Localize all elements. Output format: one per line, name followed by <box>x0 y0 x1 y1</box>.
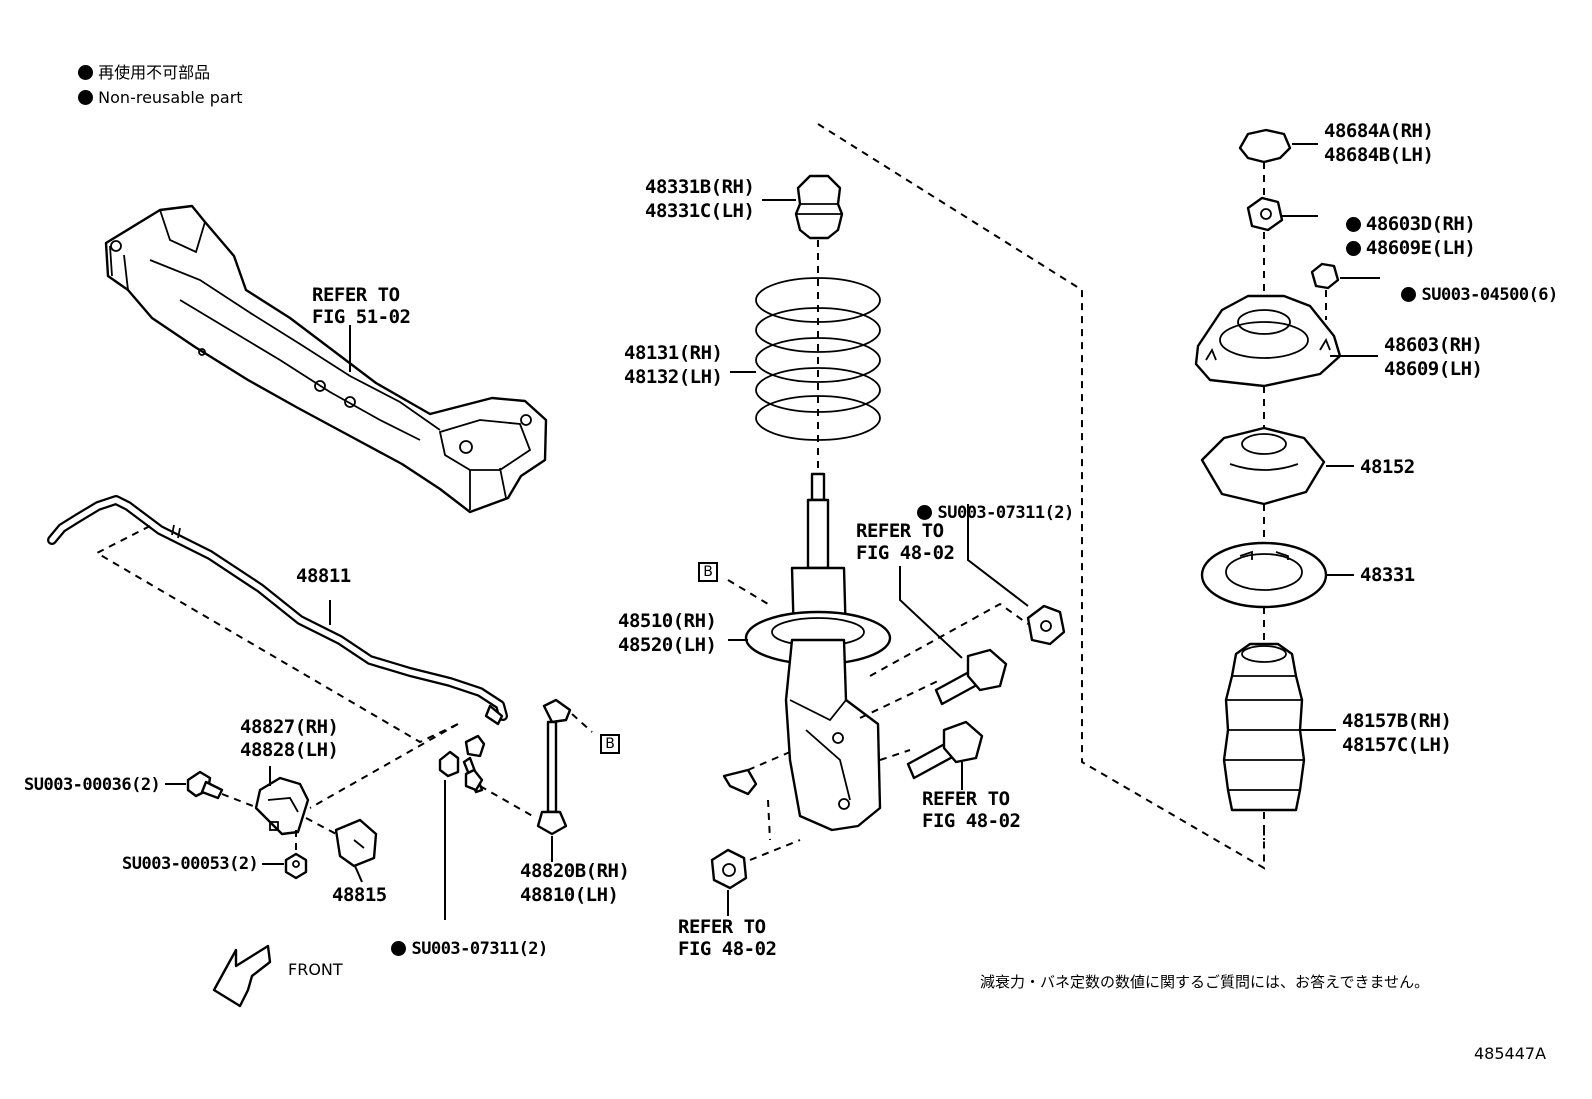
shock-absorber-part <box>722 472 892 832</box>
label-refer-48-02-top-b: FIG 48-02 <box>856 542 955 564</box>
label-48520: 48520(LH) <box>618 634 717 656</box>
label-48331: 48331 <box>1360 564 1415 586</box>
figure-id: 485447A <box>1474 1044 1547 1063</box>
front-arrow-icon <box>212 944 272 1008</box>
label-48811: 48811 <box>296 565 351 587</box>
label-48132: 48132(LH) <box>624 366 723 388</box>
link-nut-part <box>438 750 460 778</box>
stabilizer-bar-part <box>47 495 508 721</box>
legend-en-text: Non-reusable part <box>98 88 243 107</box>
label-refer-48-02-mid-a: REFER TO <box>922 788 1010 810</box>
upper-seat-part <box>1200 426 1326 506</box>
strut-bolt-part <box>906 720 984 780</box>
non-reusable-dot-icon <box>391 941 407 956</box>
label-48152: 48152 <box>1360 456 1415 478</box>
strut-nut-part <box>1026 604 1066 646</box>
bolt-part <box>186 770 224 800</box>
label-48827: 48827(RH) <box>240 716 339 738</box>
label-48820b: 48820B(RH) <box>520 860 630 882</box>
strut-lower-nut-part <box>710 848 748 890</box>
stabilizer-bracket-part <box>254 776 310 836</box>
label-48609: 48609(LH) <box>1384 358 1483 380</box>
non-reusable-dot-icon <box>1345 241 1361 256</box>
stabilizer-link-part <box>462 698 572 836</box>
non-reusable-dot-icon <box>917 505 933 520</box>
bellows-part <box>1222 642 1306 812</box>
label-48815: 48815 <box>332 884 387 906</box>
stabilizer-bushing-part <box>334 818 378 868</box>
label-48157b: 48157B(RH) <box>1342 710 1452 732</box>
label-48609e: 48609E(LH) <box>1324 220 1476 259</box>
ref-box-b-upper: B <box>698 562 718 582</box>
dust-cap-part <box>1238 128 1292 164</box>
label-su003-07311-top-text: SU003-07311(2) <box>937 503 1074 523</box>
label-48609e-text: 48609E(LH) <box>1365 237 1476 259</box>
label-48603d-text: 48603D(RH) <box>1365 213 1476 235</box>
label-48684b: 48684B(LH) <box>1324 144 1434 166</box>
label-refer-51-02-a: REFER TO <box>312 284 400 306</box>
ref-box-b-lower: B <box>600 734 620 754</box>
label-su003-07311-bottom-text: SU003-07311(2) <box>411 939 548 959</box>
label-48510: 48510(RH) <box>618 610 717 632</box>
label-48331b: 48331B(RH) <box>645 176 755 198</box>
label-refer-48-02-bot-b: FIG 48-02 <box>678 938 777 960</box>
legend-jp-text: 再使用不可部品 <box>98 63 211 82</box>
nut-part <box>284 852 308 880</box>
legend-jp: 再使用不可部品 <box>68 49 210 81</box>
top-nut-part <box>1246 196 1284 232</box>
label-su003-00036: SU003-00036(2) <box>24 775 161 795</box>
camber-bolt-part <box>934 648 1008 706</box>
label-front: FRONT <box>288 960 343 979</box>
label-refer-48-02-bot-a: REFER TO <box>678 916 766 938</box>
crossmember-part <box>104 204 548 514</box>
label-su003-04500-text: SU003-04500(6) <box>1421 285 1558 305</box>
label-su003-00053: SU003-00053(2) <box>122 854 259 874</box>
note-jp: 減衰力・バネ定数の数値に関するご質問には、お答えできません。 <box>980 973 1430 991</box>
non-reusable-dot-icon <box>78 90 94 105</box>
label-refer-48-02-top-a: REFER TO <box>856 520 944 542</box>
mount-nut-part <box>1310 262 1340 290</box>
label-48331c: 48331C(LH) <box>645 200 755 222</box>
suspension-support-part <box>1194 294 1342 388</box>
label-48603: 48603(RH) <box>1384 334 1483 356</box>
label-48603d: 48603D(RH) <box>1324 196 1476 235</box>
non-reusable-dot-icon <box>1345 217 1361 232</box>
label-48684a: 48684A(RH) <box>1324 120 1434 142</box>
label-su003-07311-bottom: SU003-07311(2) <box>372 924 548 958</box>
non-reusable-dot-icon <box>78 65 94 80</box>
label-48810: 48810(LH) <box>520 884 619 906</box>
label-su003-04500: SU003-04500(6) <box>1382 270 1558 304</box>
non-reusable-dot-icon <box>1401 287 1417 302</box>
spring-insulator-part <box>1200 541 1328 609</box>
label-refer-48-02-mid-b: FIG 48-02 <box>922 810 1021 832</box>
legend-en: Non-reusable part <box>68 74 243 106</box>
bump-stopper-part <box>794 174 844 240</box>
label-48157c: 48157C(LH) <box>1342 734 1452 756</box>
label-refer-51-02-b: FIG 51-02 <box>312 306 411 328</box>
label-48828: 48828(LH) <box>240 739 339 761</box>
label-su003-07311-top: SU003-07311(2) <box>898 488 1074 522</box>
label-48131: 48131(RH) <box>624 342 723 364</box>
